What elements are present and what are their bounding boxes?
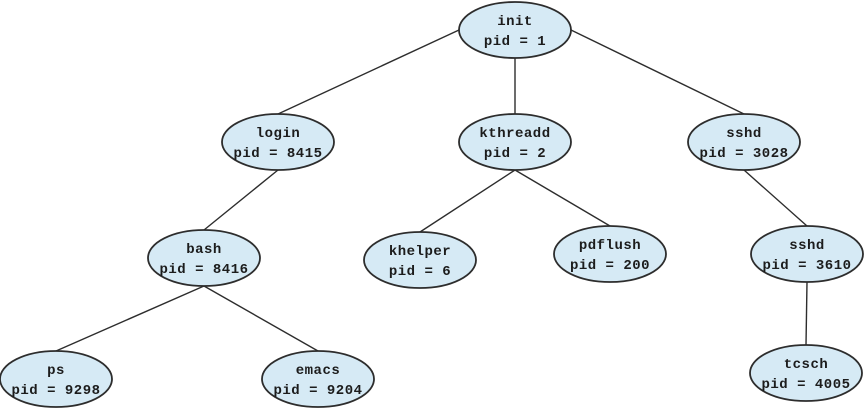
process-pid-label: pid = 1	[484, 34, 546, 50]
process-node-ellipse	[147, 229, 261, 287]
process-name-label: ps	[47, 363, 65, 379]
process-pid-label: pid = 4005	[761, 377, 850, 393]
edge-bash-emacs	[203, 285, 319, 352]
process-pid-label: pid = 3610	[762, 258, 851, 274]
process-name-label: emacs	[296, 363, 341, 379]
edge-sshd-3610-tcsch	[805, 281, 808, 346]
process-node-login: login pid = 8415	[221, 113, 335, 171]
process-name-label: pdflush	[579, 238, 641, 254]
edge-bash-ps	[55, 285, 205, 352]
process-name-label: kthreadd	[479, 126, 550, 142]
process-node-init: init pid = 1	[458, 1, 572, 59]
process-name-label: login	[256, 126, 301, 142]
edge-login-bash	[203, 169, 279, 231]
process-node-sshd-3028: sshd pid = 3028	[687, 113, 801, 171]
process-node-ellipse	[553, 225, 667, 283]
process-pid-label: pid = 9298	[11, 383, 100, 399]
process-name-label: khelper	[389, 244, 451, 260]
process-pid-label: pid = 3028	[699, 146, 788, 162]
process-node-bash: bash pid = 8416	[147, 229, 261, 287]
edge-init-login	[277, 29, 460, 115]
process-pid-label: pid = 8415	[233, 146, 322, 162]
process-node-tcsch: tcsch pid = 4005	[749, 344, 863, 402]
edge-sshd-3028-sshd-3610	[743, 169, 808, 227]
process-pid-label: pid = 9204	[273, 383, 362, 399]
process-node-ellipse	[0, 350, 113, 408]
process-node-sshd-3610: sshd pid = 3610	[750, 225, 864, 283]
process-node-ellipse	[750, 225, 864, 283]
process-node-ellipse	[458, 113, 572, 171]
process-node-ps: ps pid = 9298	[0, 350, 113, 408]
process-pid-label: pid = 6	[389, 264, 451, 280]
process-name-label: sshd	[726, 126, 762, 142]
process-name-label: sshd	[789, 238, 825, 254]
process-node-ellipse	[458, 1, 572, 59]
process-name-label: bash	[186, 242, 222, 258]
process-pid-label: pid = 8416	[159, 262, 248, 278]
process-name-label: tcsch	[784, 357, 829, 373]
process-name-label: init	[497, 14, 533, 30]
edge-kthreadd-khelper	[419, 169, 516, 233]
process-node-ellipse	[261, 350, 375, 408]
process-node-ellipse	[687, 113, 801, 171]
process-pid-label: pid = 2	[484, 146, 546, 162]
process-pid-label: pid = 200	[570, 258, 650, 274]
process-node-kthreadd: kthreadd pid = 2	[458, 113, 572, 171]
edge-init-sshd-3028	[570, 29, 745, 115]
process-node-ellipse	[363, 231, 477, 289]
edge-kthreadd-pdflush	[514, 169, 611, 227]
process-node-pdflush: pdflush pid = 200	[553, 225, 667, 283]
process-node-khelper: khelper pid = 6	[363, 231, 477, 289]
process-node-ellipse	[221, 113, 335, 171]
process-node-ellipse	[749, 344, 863, 402]
process-node-emacs: emacs pid = 9204	[261, 350, 375, 408]
